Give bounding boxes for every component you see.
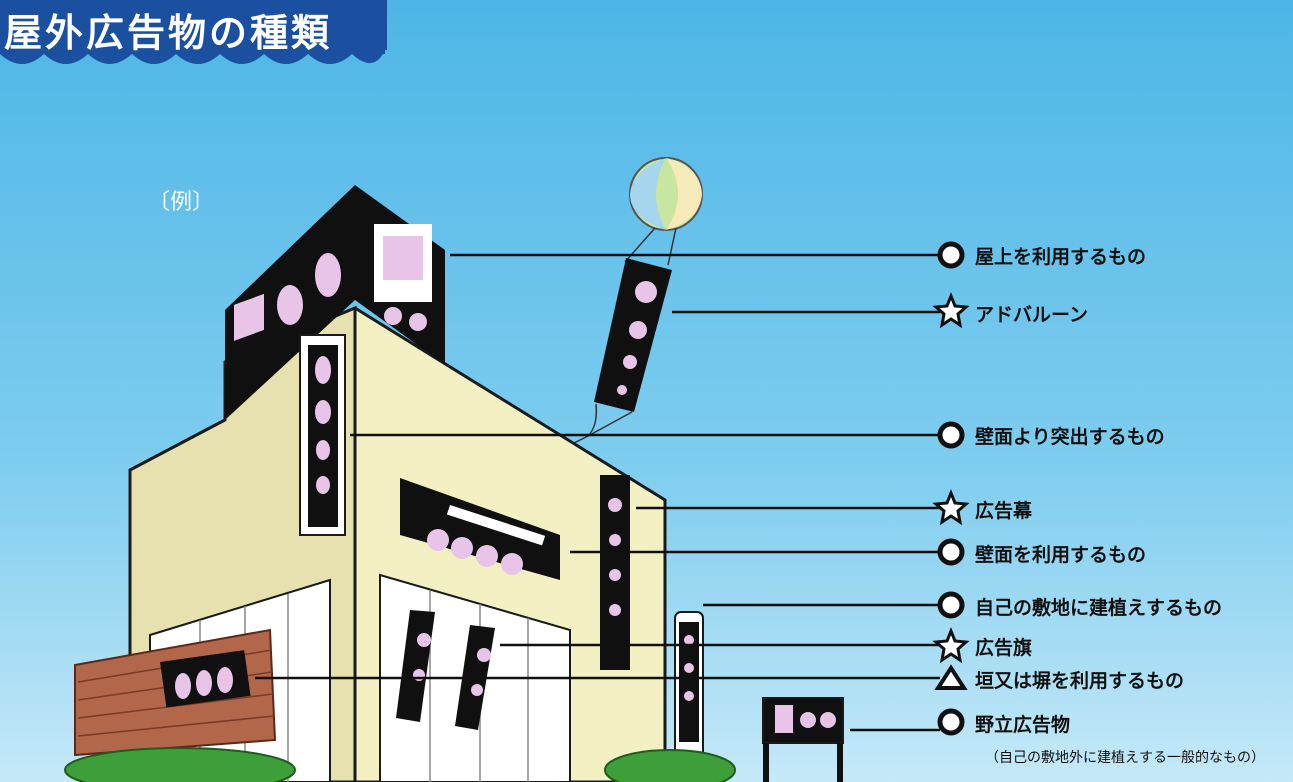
triangle-marker <box>934 664 968 690</box>
example-label: 〔例〕 <box>148 190 215 215</box>
rooftop-sign <box>225 185 445 420</box>
bushes <box>64 747 736 782</box>
label-fence: 垣又は塀を利用するもの <box>975 670 1185 692</box>
advertising-balloon <box>567 157 703 447</box>
wall-sign <box>400 478 560 580</box>
circle-marker <box>937 538 965 566</box>
star-marker <box>932 291 970 329</box>
billboard <box>762 697 844 782</box>
circle-marker <box>937 241 965 269</box>
fence-sign <box>74 628 277 757</box>
star-marker <box>932 626 970 664</box>
label-curtain: 広告幕 <box>975 500 1033 522</box>
leader-lines <box>255 253 940 732</box>
label-billboard-note: （自己の敷地外に建植えする一般的なもの） <box>985 750 1265 766</box>
legend-markers <box>932 241 970 736</box>
circle-marker <box>937 421 965 449</box>
label-own-site: 自己の敷地に建植えするもの <box>975 597 1223 619</box>
label-projecting: 壁面より突出するもの <box>975 426 1165 448</box>
page-title: 屋外広告物の種類 <box>4 11 333 55</box>
circle-marker <box>937 591 965 619</box>
title-cloud <box>0 0 387 64</box>
label-ad-balloon: アドバルーン <box>975 304 1089 326</box>
projecting-sign <box>299 334 346 536</box>
pole-sign <box>674 611 704 782</box>
star-marker <box>932 488 970 526</box>
label-field-billboard: 野立広告物 <box>975 714 1071 736</box>
circle-marker <box>937 708 965 736</box>
label-rooftop: 屋上を利用するもの <box>975 246 1147 268</box>
label-flag: 広告旗 <box>975 637 1033 659</box>
label-wall: 壁面を利用するもの <box>975 544 1147 566</box>
curtain-sign <box>600 475 630 670</box>
